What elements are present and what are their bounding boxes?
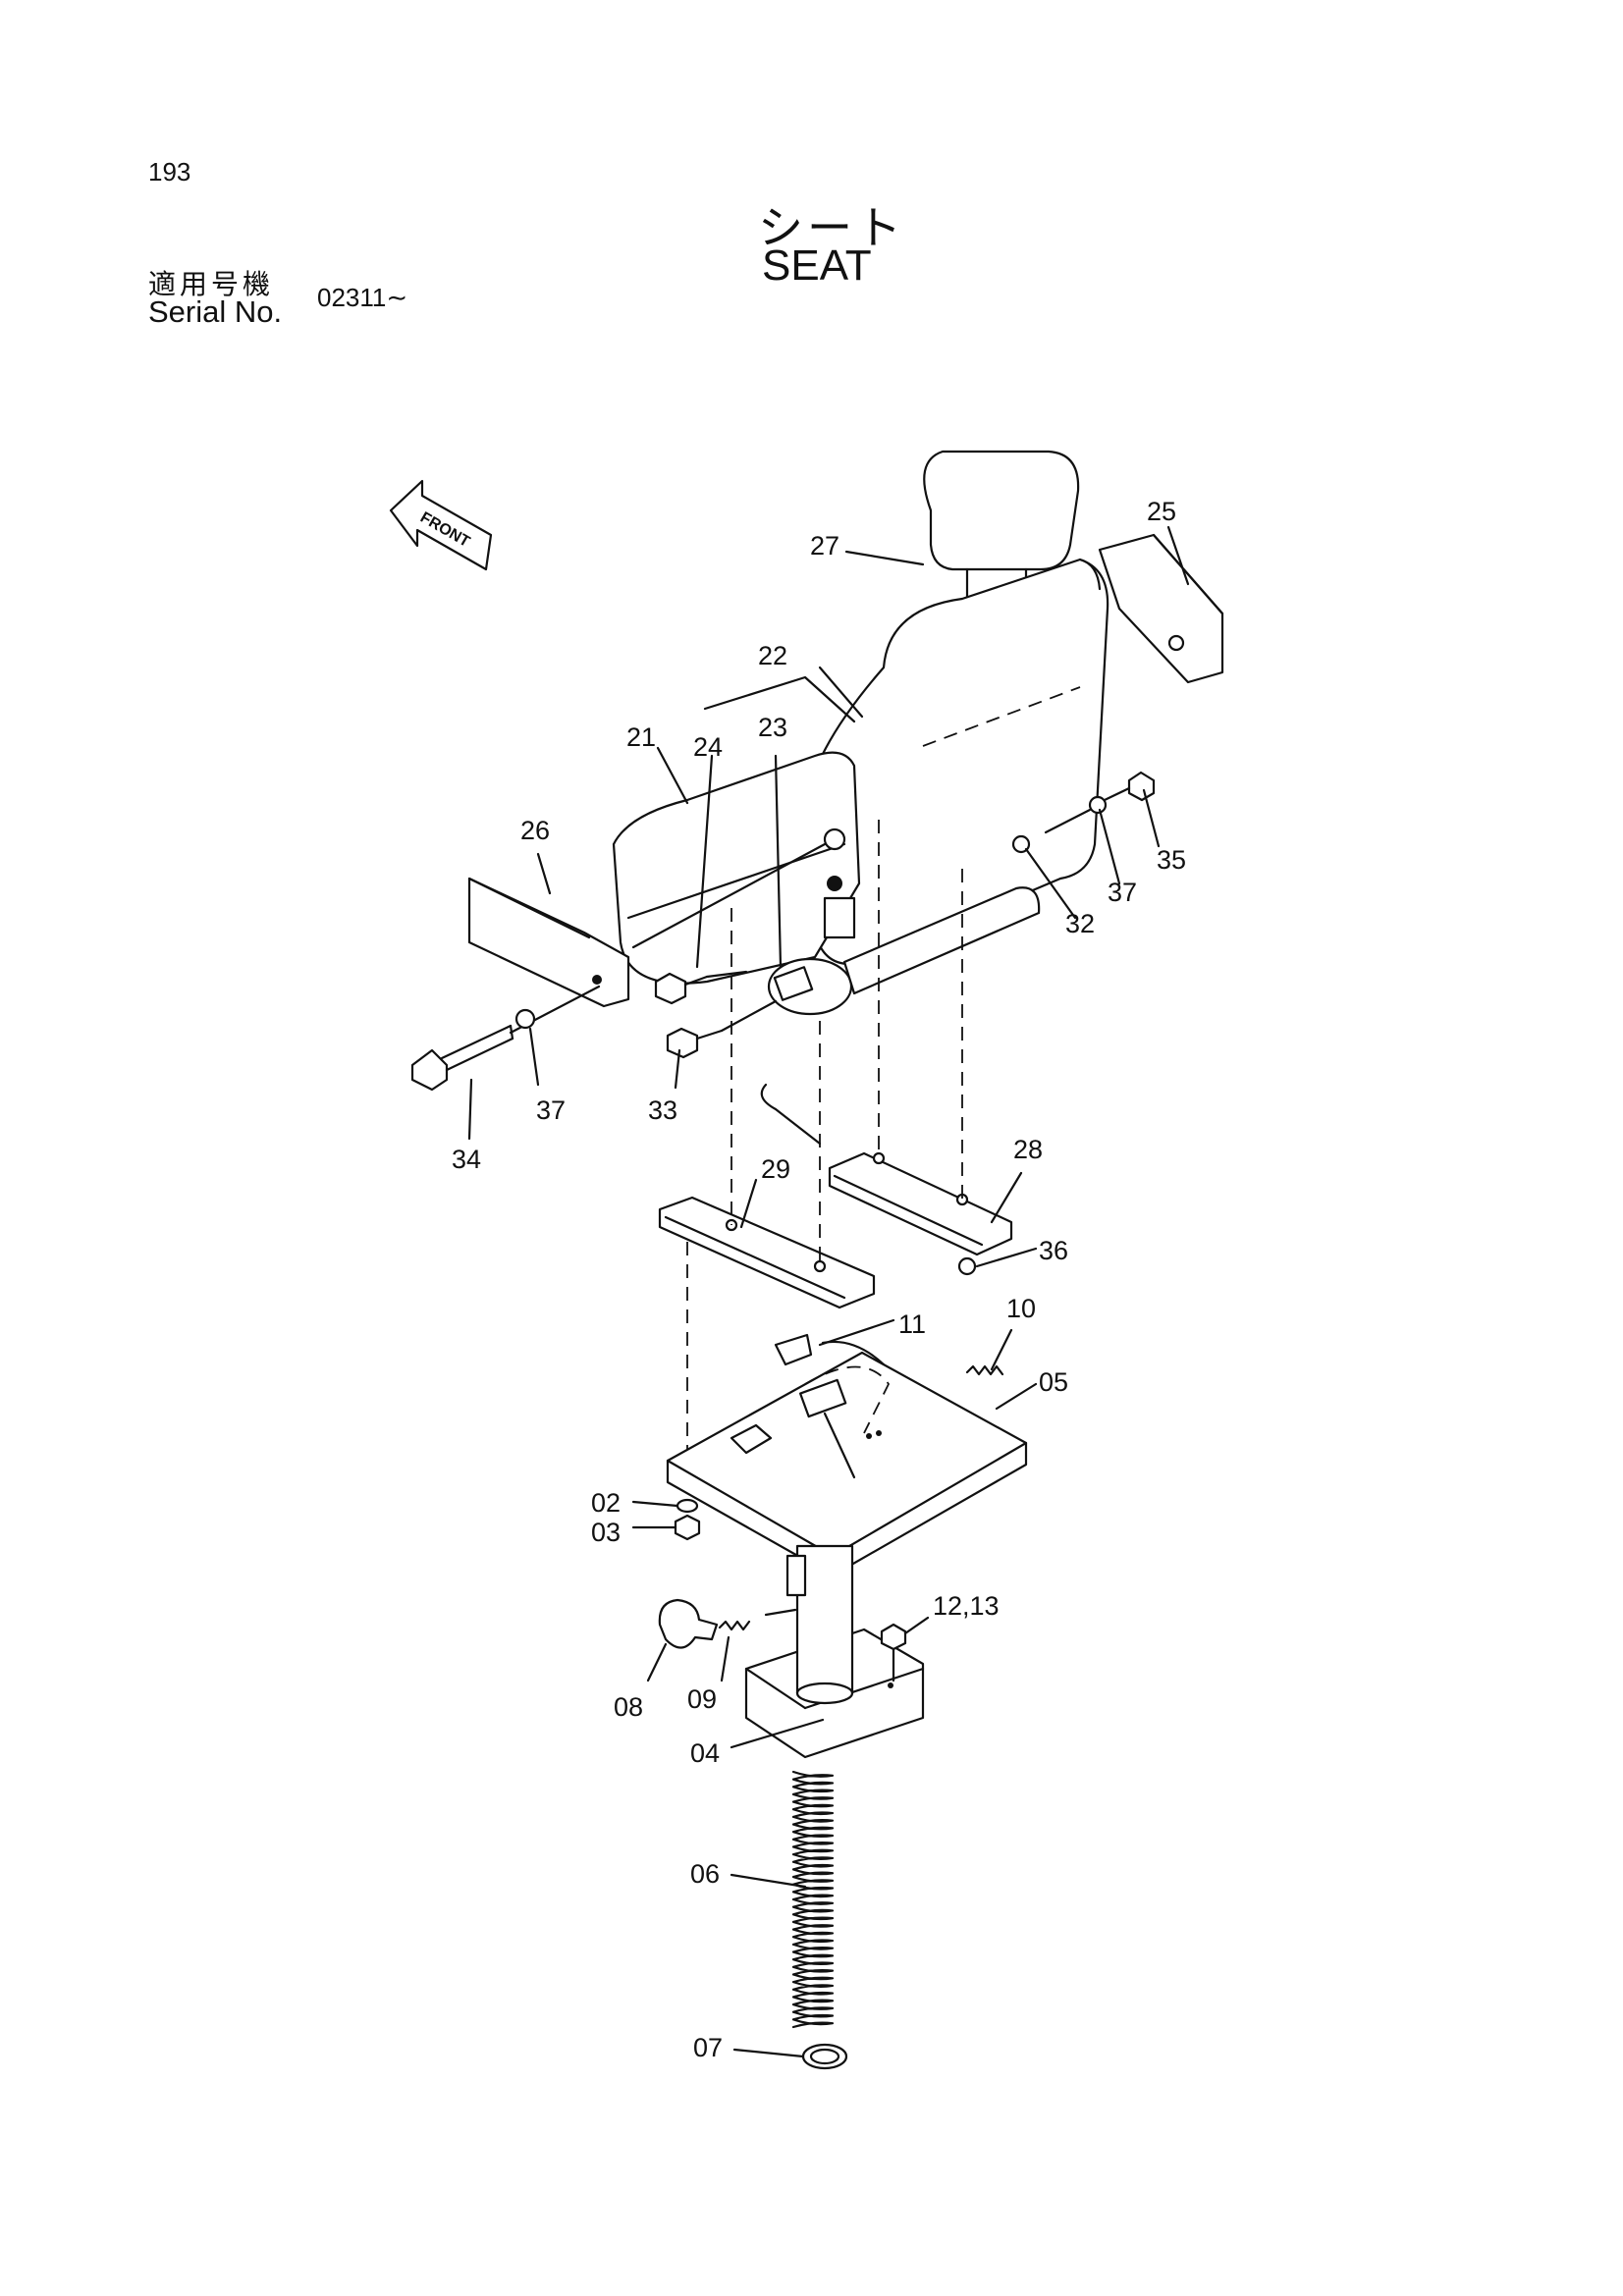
title-japanese: シート [758,201,905,254]
label-37-right: 37 [1108,878,1137,907]
slide-rail-29 [658,1196,876,1309]
label-33: 33 [648,1095,677,1125]
nut-03 [674,1514,701,1541]
label-37-left: 37 [536,1095,566,1125]
label-11: 11 [898,1309,926,1339]
label-03: 03 [591,1518,621,1547]
coil-spring [791,1770,835,2029]
nut-left [823,828,846,851]
armrest-right [1098,533,1224,684]
page-number: 193 [148,157,191,187]
label-36: 36 [1039,1236,1068,1265]
label-27: 27 [810,531,839,561]
snap-ring [801,2043,848,2070]
label-04: 04 [690,1738,720,1768]
tension-spring [965,1364,1004,1376]
nut-36 [957,1256,977,1276]
long-bolt [410,985,601,1092]
label-23: 23 [758,713,787,742]
part-labels: 27 25 22 23 21 24 26 35 37 32 33 37 34 2… [452,497,1186,2062]
bolt-35 [1103,771,1156,802]
label-02: 02 [591,1488,621,1518]
bolt-33 [666,999,778,1059]
label-12-13: 12,13 [933,1591,1000,1621]
label-32: 32 [1065,909,1095,938]
serial-number-range: 02311∼ [317,283,408,312]
bolt-24 [654,970,748,1005]
label-24: 24 [693,732,723,762]
label-29: 29 [761,1154,790,1184]
serial-label-japanese: 適用号機 [148,268,275,300]
washer-37-right [1088,795,1108,815]
coil-spring-path [791,1770,835,2029]
seat-pivot-tube [842,886,1041,995]
lever-knob [774,1333,886,1366]
label-09: 09 [687,1684,717,1714]
label-07: 07 [693,2033,723,2062]
label-26: 26 [520,816,550,845]
nut-32 [1011,834,1031,854]
base-plate [666,1351,1028,1577]
label-28: 28 [1013,1135,1043,1164]
label-08: 08 [614,1692,643,1722]
seat-column [744,1544,925,1759]
armrest-left [467,877,630,1008]
slide-rail-28 [760,1083,1013,1256]
label-21: 21 [626,722,656,752]
label-05: 05 [1039,1367,1068,1397]
serial-label-english: Serial No. [148,294,283,329]
front-arrow: FRONT [389,479,493,571]
washer-37-left [514,1008,536,1030]
label-25: 25 [1147,497,1176,526]
label-22: 22 [758,641,787,670]
leader-lines [467,525,1190,2058]
label-34: 34 [452,1145,481,1174]
washer-02 [676,1498,699,1514]
label-06: 06 [690,1859,720,1889]
title-english: SEAT [762,241,872,290]
label-35: 35 [1157,845,1186,875]
bolt-12-13 [880,1623,907,1682]
alignment-lines [686,820,963,1463]
recliner-bracket [767,876,856,1016]
adjust-knob [658,1598,797,1649]
label-10: 10 [1006,1294,1036,1323]
